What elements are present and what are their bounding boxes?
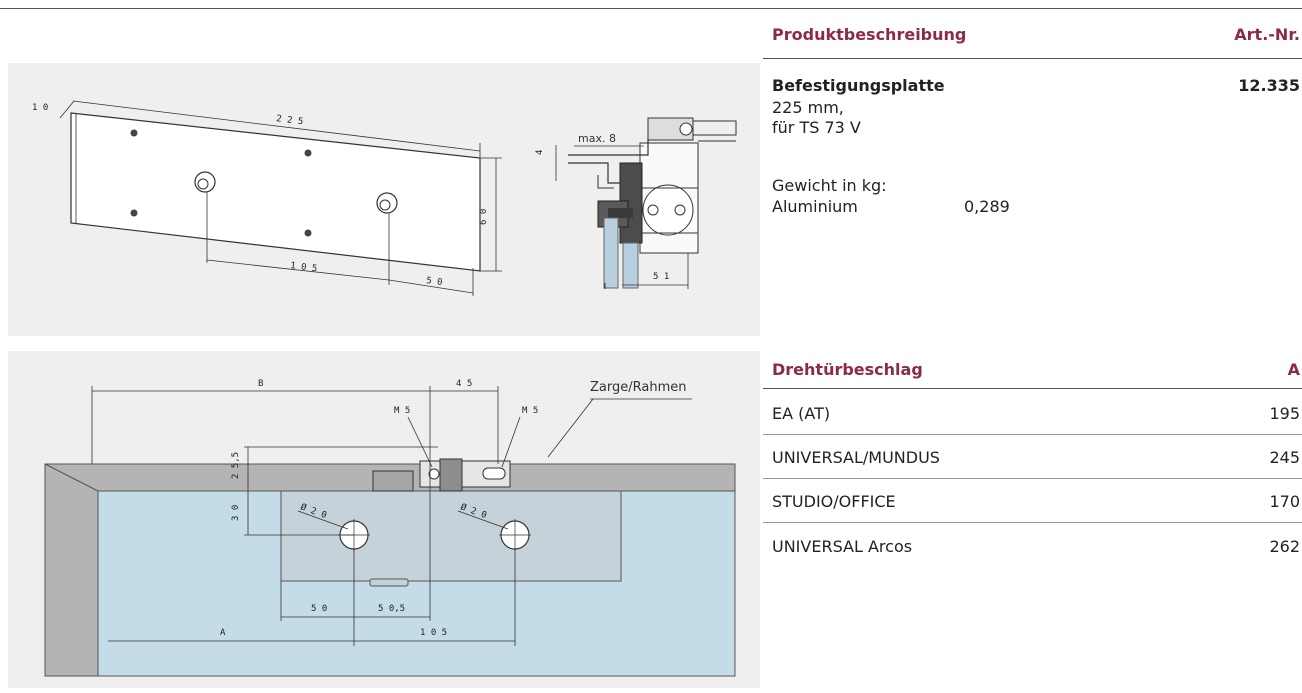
- dim-4: 4: [535, 150, 545, 155]
- dim-60: 6 0: [479, 209, 489, 225]
- table-row-value: 262: [1269, 537, 1300, 556]
- dim-A: A: [220, 628, 226, 638]
- weight-value: 0,289: [964, 197, 1010, 216]
- installation-drawing: B 4 5 M 5 M 5 Zarge/Rahmen 2 5,5 3 0 Ø 2…: [8, 351, 760, 688]
- header-rule: [763, 58, 1302, 59]
- product-name: Befestigungsplatte: [772, 76, 945, 95]
- installation-svg: B 4 5 M 5 M 5 Zarge/Rahmen 2 5,5 3 0 Ø 2…: [44, 379, 736, 677]
- dim-225: 2 2 5: [276, 114, 304, 127]
- header-article-number: Art.-Nr.: [1234, 25, 1300, 44]
- dim-25-5: 2 5,5: [231, 452, 241, 479]
- table-header-rule: [763, 388, 1302, 389]
- header-fitting: Drehtürbeschlag: [772, 360, 923, 379]
- dim-30: 3 0: [231, 505, 241, 521]
- top-rule: [0, 8, 1302, 9]
- mounting-plate: [280, 490, 622, 582]
- table-row-name: UNIVERSAL Arcos: [772, 537, 913, 556]
- dim-50: 5 0: [426, 276, 443, 288]
- screw-hole: [130, 129, 138, 137]
- screw-hole: [304, 229, 312, 237]
- table-row-value: 195: [1269, 404, 1300, 423]
- product-compatibility: für TS 73 V: [772, 118, 861, 137]
- article-number: 12.335: [1238, 76, 1300, 95]
- table-row-name: EA (AT): [772, 404, 831, 423]
- dim-50-5: 5 0,5: [378, 604, 405, 614]
- header-A: A: [1287, 360, 1300, 379]
- plate-outline: [70, 112, 481, 272]
- dim-51: 5 1: [653, 272, 669, 282]
- dim-B: B: [258, 379, 263, 389]
- dim-10: 1 0: [32, 103, 48, 113]
- dim-50: 5 0: [311, 604, 327, 614]
- screw-hole: [304, 149, 312, 157]
- table-row-rule: [763, 478, 1302, 479]
- bore-hole: [194, 171, 216, 193]
- product-length: 225 mm,: [772, 98, 844, 117]
- dim-m5-left: M 5: [394, 406, 410, 416]
- bore-hole: [376, 192, 398, 214]
- table-row-name: UNIVERSAL/MUNDUS: [772, 448, 940, 467]
- table-row-rule: [763, 434, 1302, 435]
- material-label: Aluminium: [772, 197, 858, 216]
- table-row-value: 170: [1269, 492, 1300, 511]
- dim-105: 1 0 5: [420, 628, 447, 638]
- dim-max8: max. 8: [578, 132, 616, 145]
- weight-label: Gewicht in kg:: [772, 176, 887, 195]
- mounting-plate-svg: 2 2 5 1 0 6 0 1 0 5 5 0: [32, 100, 737, 296]
- closer-side-view: [568, 117, 737, 289]
- header-product-description: Produktbeschreibung: [772, 25, 967, 44]
- dim-105: 1 0 5: [290, 261, 318, 274]
- dim-45: 4 5: [456, 379, 472, 389]
- screw-hole: [130, 209, 138, 217]
- mounting-plate-drawing: 2 2 5 1 0 6 0 1 0 5 5 0: [8, 63, 760, 336]
- table-row-name: STUDIO/OFFICE: [772, 492, 896, 511]
- table-row-value: 245: [1269, 448, 1300, 467]
- table-row-rule: [763, 522, 1302, 523]
- dim-m5-right: M 5: [522, 406, 538, 416]
- frame-label: Zarge/Rahmen: [590, 380, 686, 395]
